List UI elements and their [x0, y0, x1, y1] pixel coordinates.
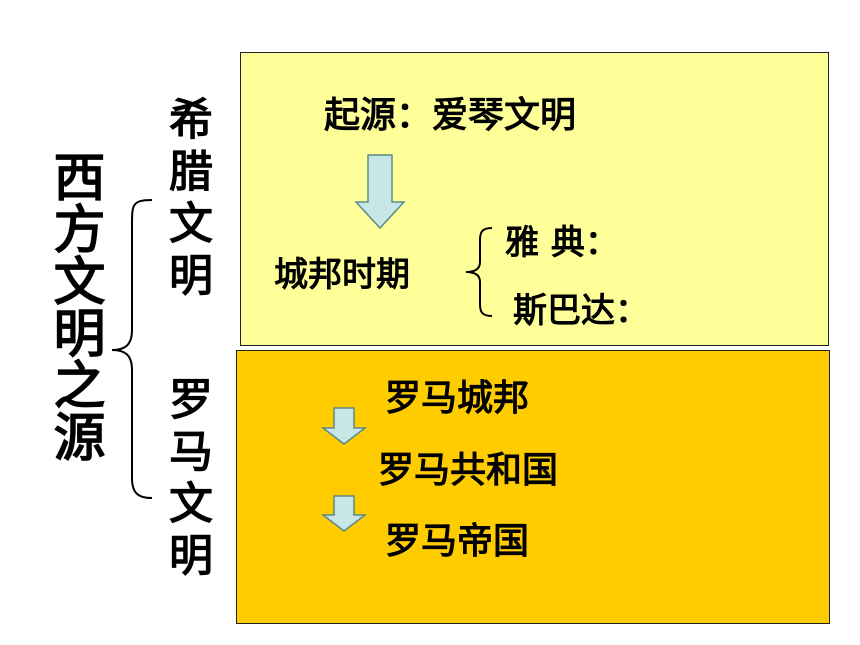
root-title: 西方文明之源 [44, 150, 104, 462]
rome-box [236, 350, 830, 624]
greece-origin: 起源：爱琴文明 [324, 95, 577, 136]
rome-stage-2: 罗马共和国 [378, 450, 559, 491]
greece-athens: 雅 典： [505, 223, 619, 263]
greece-sparta: 斯巴达： [513, 291, 649, 331]
city-state-brace [465, 227, 493, 317]
rome-stage-3: 罗马帝国 [385, 521, 530, 562]
root-brace [111, 199, 153, 499]
greece-city-state-period: 城邦时期 [274, 255, 410, 295]
down-arrow-icon [320, 407, 368, 445]
greece-title: 希腊文明 [161, 96, 212, 304]
greece-box [240, 52, 829, 346]
rome-title: 罗马文明 [161, 376, 212, 584]
down-arrow-icon [354, 154, 406, 230]
rome-stage-1: 罗马城邦 [385, 378, 530, 419]
down-arrow-icon [320, 495, 368, 532]
